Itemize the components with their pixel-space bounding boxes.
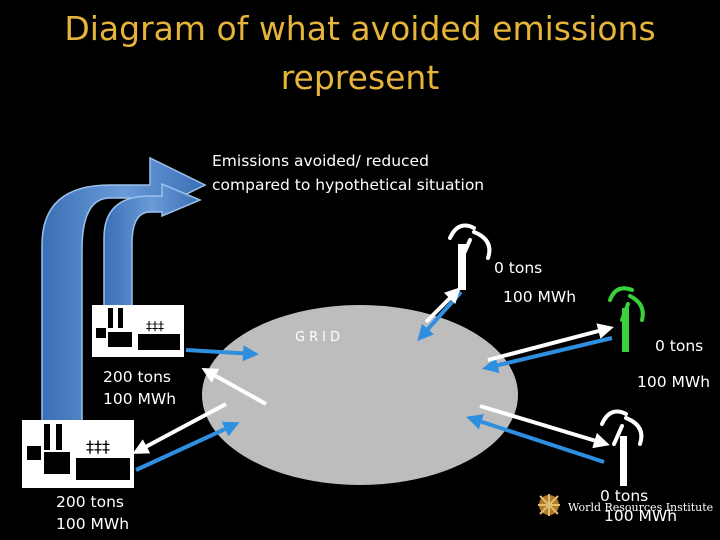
turbine-2-energy: 100 MWh [637,373,711,391]
turbine-3-energy: 100 MWh [604,507,678,525]
plant-2-label: 200 tons 100 MWh [56,491,129,535]
power-plant-icon-1: ‡‡‡ [92,305,184,357]
arrow-plant1-to-grid [185,345,259,362]
turbine-3-emissions: 0 tons [600,487,649,505]
organization-name: World Resources Institute [568,501,714,514]
plant-2-emissions: 200 tons [56,493,124,511]
arrow-turbine2-to-grid [482,336,613,374]
arrow-grid-to-turbine2 [487,323,614,362]
plant-1-energy: 100 MWh [103,390,177,408]
turbine-2-emissions: 0 tons [655,337,704,355]
turbine-1-emissions: 0 tons [494,259,543,277]
arrow-turbine3-to-grid [466,414,605,464]
caption-line-2: compared to hypothetical situation [212,176,485,194]
grid-ellipse [202,305,518,485]
caption-line-1: Emissions avoided/ reduced [212,152,429,170]
power-plant-icon-2: ‡‡‡ [22,420,134,488]
plant-1-label: 200 tons 100 MWh [103,366,176,410]
svg-text:‡‡‡: ‡‡‡ [86,437,110,456]
caption: Emissions avoided/ reduced compared to h… [212,149,484,197]
plant-1-emissions: 200 tons [103,368,171,386]
diagram-title: Diagram of what avoided emissions repres… [64,9,656,97]
arrow-grid-to-plant2 [132,402,227,454]
grid-label: GRID [295,330,344,345]
plant-2-energy: 100 MWh [56,515,130,533]
wind-turbine-icon-1 [431,218,497,290]
wind-turbine-icon-2 [602,282,652,352]
arrow-grid-to-turbine3 [479,404,610,449]
svg-text:‡‡‡: ‡‡‡ [146,319,164,333]
turbine-1-energy: 100 MWh [503,288,577,306]
arrow-plant1-white [201,368,267,406]
emission-arrow-small [103,182,202,311]
wri-logo-icon [538,494,560,516]
arrow-grid-to-turbine1 [424,287,461,324]
emission-arrow-large [41,156,207,431]
arrow-plant2-to-grid [135,421,240,472]
